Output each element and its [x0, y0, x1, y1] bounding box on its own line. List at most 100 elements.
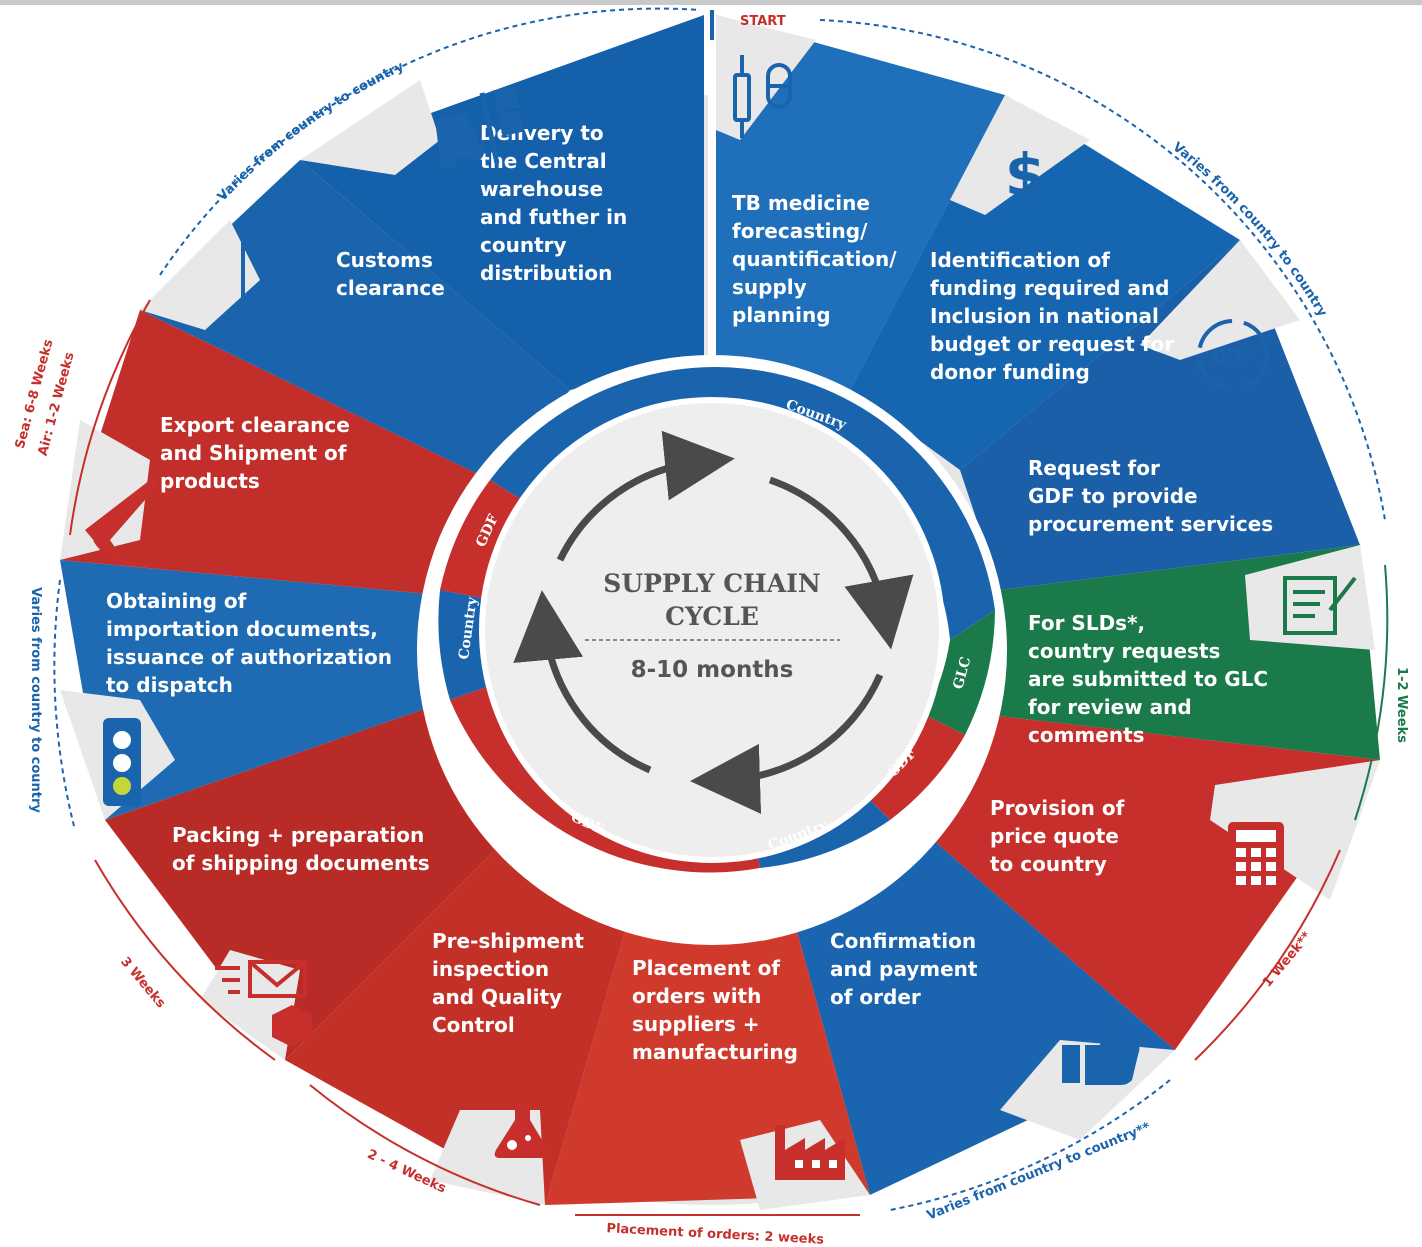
segment-label-line: importation documents,	[106, 617, 378, 641]
icon-panel-funding	[950, 95, 1090, 215]
segment-label-line: issuance of authorization	[106, 645, 392, 669]
segment-label-line: Export clearance	[160, 413, 350, 437]
segment-label-line: TB medicine	[732, 191, 870, 215]
segment-label-line: for review and	[1028, 695, 1192, 719]
segment-label-line: inspection	[432, 957, 549, 981]
icon-panel-customs	[140, 220, 260, 330]
segment-label-line: Inclusion in national	[930, 304, 1159, 328]
segment-label-line: Customs	[336, 248, 433, 272]
gdf-cycle-icon: GDF	[1197, 319, 1269, 391]
document-edit-icon	[1283, 576, 1357, 635]
start-label: START	[740, 14, 786, 29]
icon-panel-request-gdf	[1140, 240, 1300, 360]
cycle-arrow-1	[556, 430, 735, 562]
segment-label-line: warehouse	[480, 177, 603, 201]
dollar-icon: $	[1005, 141, 1045, 209]
airplane-icon	[85, 478, 159, 567]
ring-band-gdf-left	[440, 480, 530, 598]
cycle-arrow-4	[513, 590, 652, 774]
segment-label-line: suppliers +	[632, 1012, 760, 1036]
wedge-customs	[140, 160, 570, 480]
icon-panel-price-quote	[1210, 760, 1380, 900]
wedge-placement	[545, 870, 870, 1205]
segment-label-price-quote: Provision of price quote to country	[990, 796, 1125, 876]
timing-arc-br-red	[1194, 849, 1341, 1061]
segment-label-line: Identification of	[930, 248, 1110, 272]
wedge-delivery	[300, 15, 704, 390]
segment-label-line: and futher in	[480, 205, 627, 229]
segment-label-line: Request for	[1028, 456, 1160, 480]
segment-label-line: procurement services	[1028, 512, 1273, 536]
segment-label-line: Packing + preparation	[172, 823, 424, 847]
segment-label-line: Pre-shipment	[432, 929, 584, 953]
segment-label-line: funding required and	[930, 276, 1169, 300]
segment-label-line: of order	[830, 985, 921, 1009]
segment-label-packing: Packing + preparation of shipping documen…	[172, 823, 430, 875]
wedge-export	[60, 310, 490, 595]
svg-text:APPROVED: APPROVED	[255, 231, 274, 329]
cycle-arrow-3	[690, 673, 884, 814]
cycle-arrow-2	[768, 476, 914, 650]
segment-label-line: price quote	[990, 824, 1119, 848]
top-border	[0, 0, 1422, 5]
segment-label-line: country	[480, 233, 567, 257]
segment-label-line: Delivery to	[480, 121, 604, 145]
icons: $ GDF	[85, 55, 1357, 1180]
timing-right: 1-2 Weeks	[1394, 667, 1409, 743]
segment-label-line: budget or request for	[930, 332, 1174, 356]
icon-panel-sld-glc	[1245, 545, 1375, 650]
wedge-packing	[105, 700, 545, 1060]
timing-bottom: Placement of orders: 2 weeks	[606, 1221, 824, 1247]
center-duration: 8-10 months	[631, 657, 794, 683]
segment-label-line: Control	[432, 1013, 515, 1037]
segment-label-line: supply	[732, 275, 807, 299]
traffic-light-icon	[103, 718, 141, 806]
segment-label-line: comments	[1028, 723, 1145, 747]
timing-arc-bottom-left	[309, 1084, 541, 1206]
syringe-pill-icon	[733, 55, 792, 138]
ring-band-country-left	[438, 590, 492, 700]
segment-label-importation: Obtaining of importation documents, issuan…	[106, 589, 392, 697]
wedge-confirmation	[780, 820, 1175, 1195]
segment-label-line: Provision of	[990, 796, 1125, 820]
timing-left-blue: Varies from country to country	[28, 587, 43, 813]
ring-band-gdf-right	[860, 715, 965, 820]
timing-arc-left-blue	[53, 579, 76, 831]
timing-arc-left-red	[94, 859, 276, 1061]
segment-label-line: distribution	[480, 261, 612, 285]
segment-label-line: Obtaining of	[106, 589, 247, 613]
wedge-tb-forecasting	[716, 15, 1005, 390]
segment-wedges	[60, 15, 1380, 1210]
forklift-icon	[435, 85, 525, 169]
segment-label-line: planning	[732, 303, 831, 327]
mail-box-icon	[215, 960, 312, 1047]
ring-band-glc	[925, 610, 995, 735]
icon-panel-delivery	[300, 80, 440, 175]
segment-label-line: and Quality	[432, 985, 562, 1009]
approved-stamp-icon: APPROVED	[241, 221, 285, 340]
segment-label-line: donor funding	[930, 360, 1090, 384]
wedge-funding	[850, 95, 1240, 470]
segment-label-line: are submitted to GLC	[1028, 667, 1268, 691]
timing-arc-left-sea	[69, 299, 151, 536]
segment-label-line: to country	[990, 852, 1107, 876]
timing-br-red: 1 Week**	[1260, 929, 1315, 990]
thumbs-up-icon	[1062, 1011, 1140, 1085]
segment-label-line: of shipping documents	[172, 851, 430, 875]
segment-label-line: GDF to provide	[1028, 484, 1198, 508]
timing-arc-top-right	[819, 19, 1386, 521]
timing-arc-right	[1354, 564, 1389, 821]
svg-text:GDF: GDF	[1212, 346, 1254, 367]
segment-label-line: For SLDs*,	[1028, 611, 1145, 635]
